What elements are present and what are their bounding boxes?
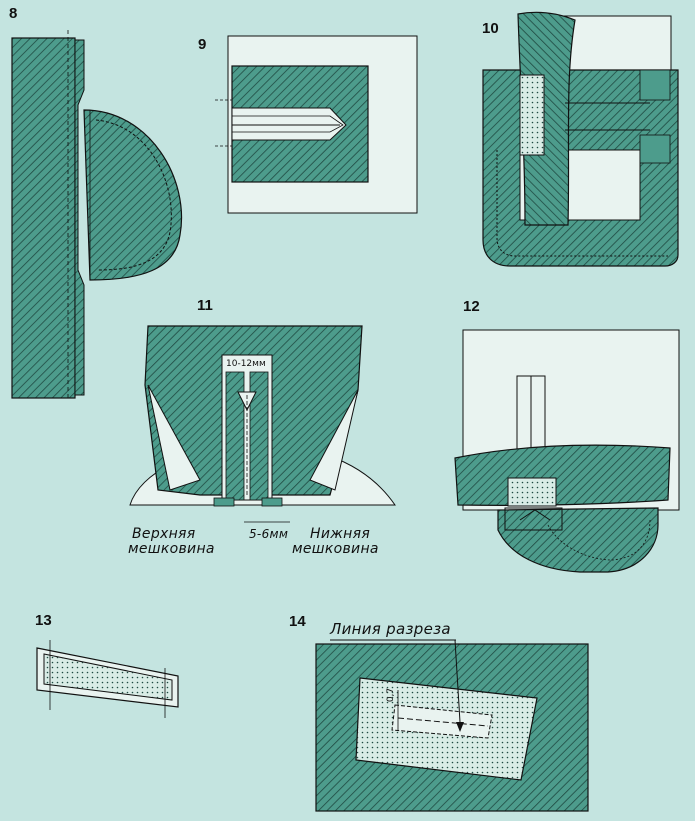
figure-14-number: 14 — [289, 613, 306, 630]
fig11-dimension-bottom: 5-6мм — [249, 527, 289, 541]
figure-10 — [482, 11, 679, 267]
fig11-label-lower-1: Нижняя — [310, 526, 371, 542]
figure-13 — [36, 640, 179, 718]
fig14-dimension: 0,7 — [386, 687, 397, 703]
fig11-label-upper-2: мешковина — [128, 541, 215, 557]
figure-8-number: 8 — [9, 5, 18, 22]
figure-9 — [215, 35, 418, 214]
fig12-pocket-bag — [497, 507, 659, 573]
fig12-garment-edge — [454, 444, 671, 506]
fig8-pocket-bag — [83, 109, 182, 281]
fig8-main-panel — [11, 37, 76, 399]
fig14-cut-line-label: Линия разреза — [330, 620, 451, 638]
figure-9-number: 9 — [198, 36, 207, 53]
fig11-label-upper-1: Верхняя — [132, 526, 196, 542]
figure-12 — [454, 329, 680, 573]
figure-14 — [315, 639, 589, 812]
figure-11 — [129, 325, 396, 523]
fig11-label-lower-2: мешковина — [292, 541, 379, 557]
figure-12-number: 12 — [463, 298, 480, 315]
fig11-dimension-top: 10-12мм — [226, 359, 266, 369]
figure-13-number: 13 — [35, 612, 52, 629]
figure-8 — [11, 30, 182, 400]
figure-10-number: 10 — [482, 20, 499, 37]
fig13-welt-inner — [43, 653, 173, 701]
figure-11-number: 11 — [197, 297, 213, 314]
